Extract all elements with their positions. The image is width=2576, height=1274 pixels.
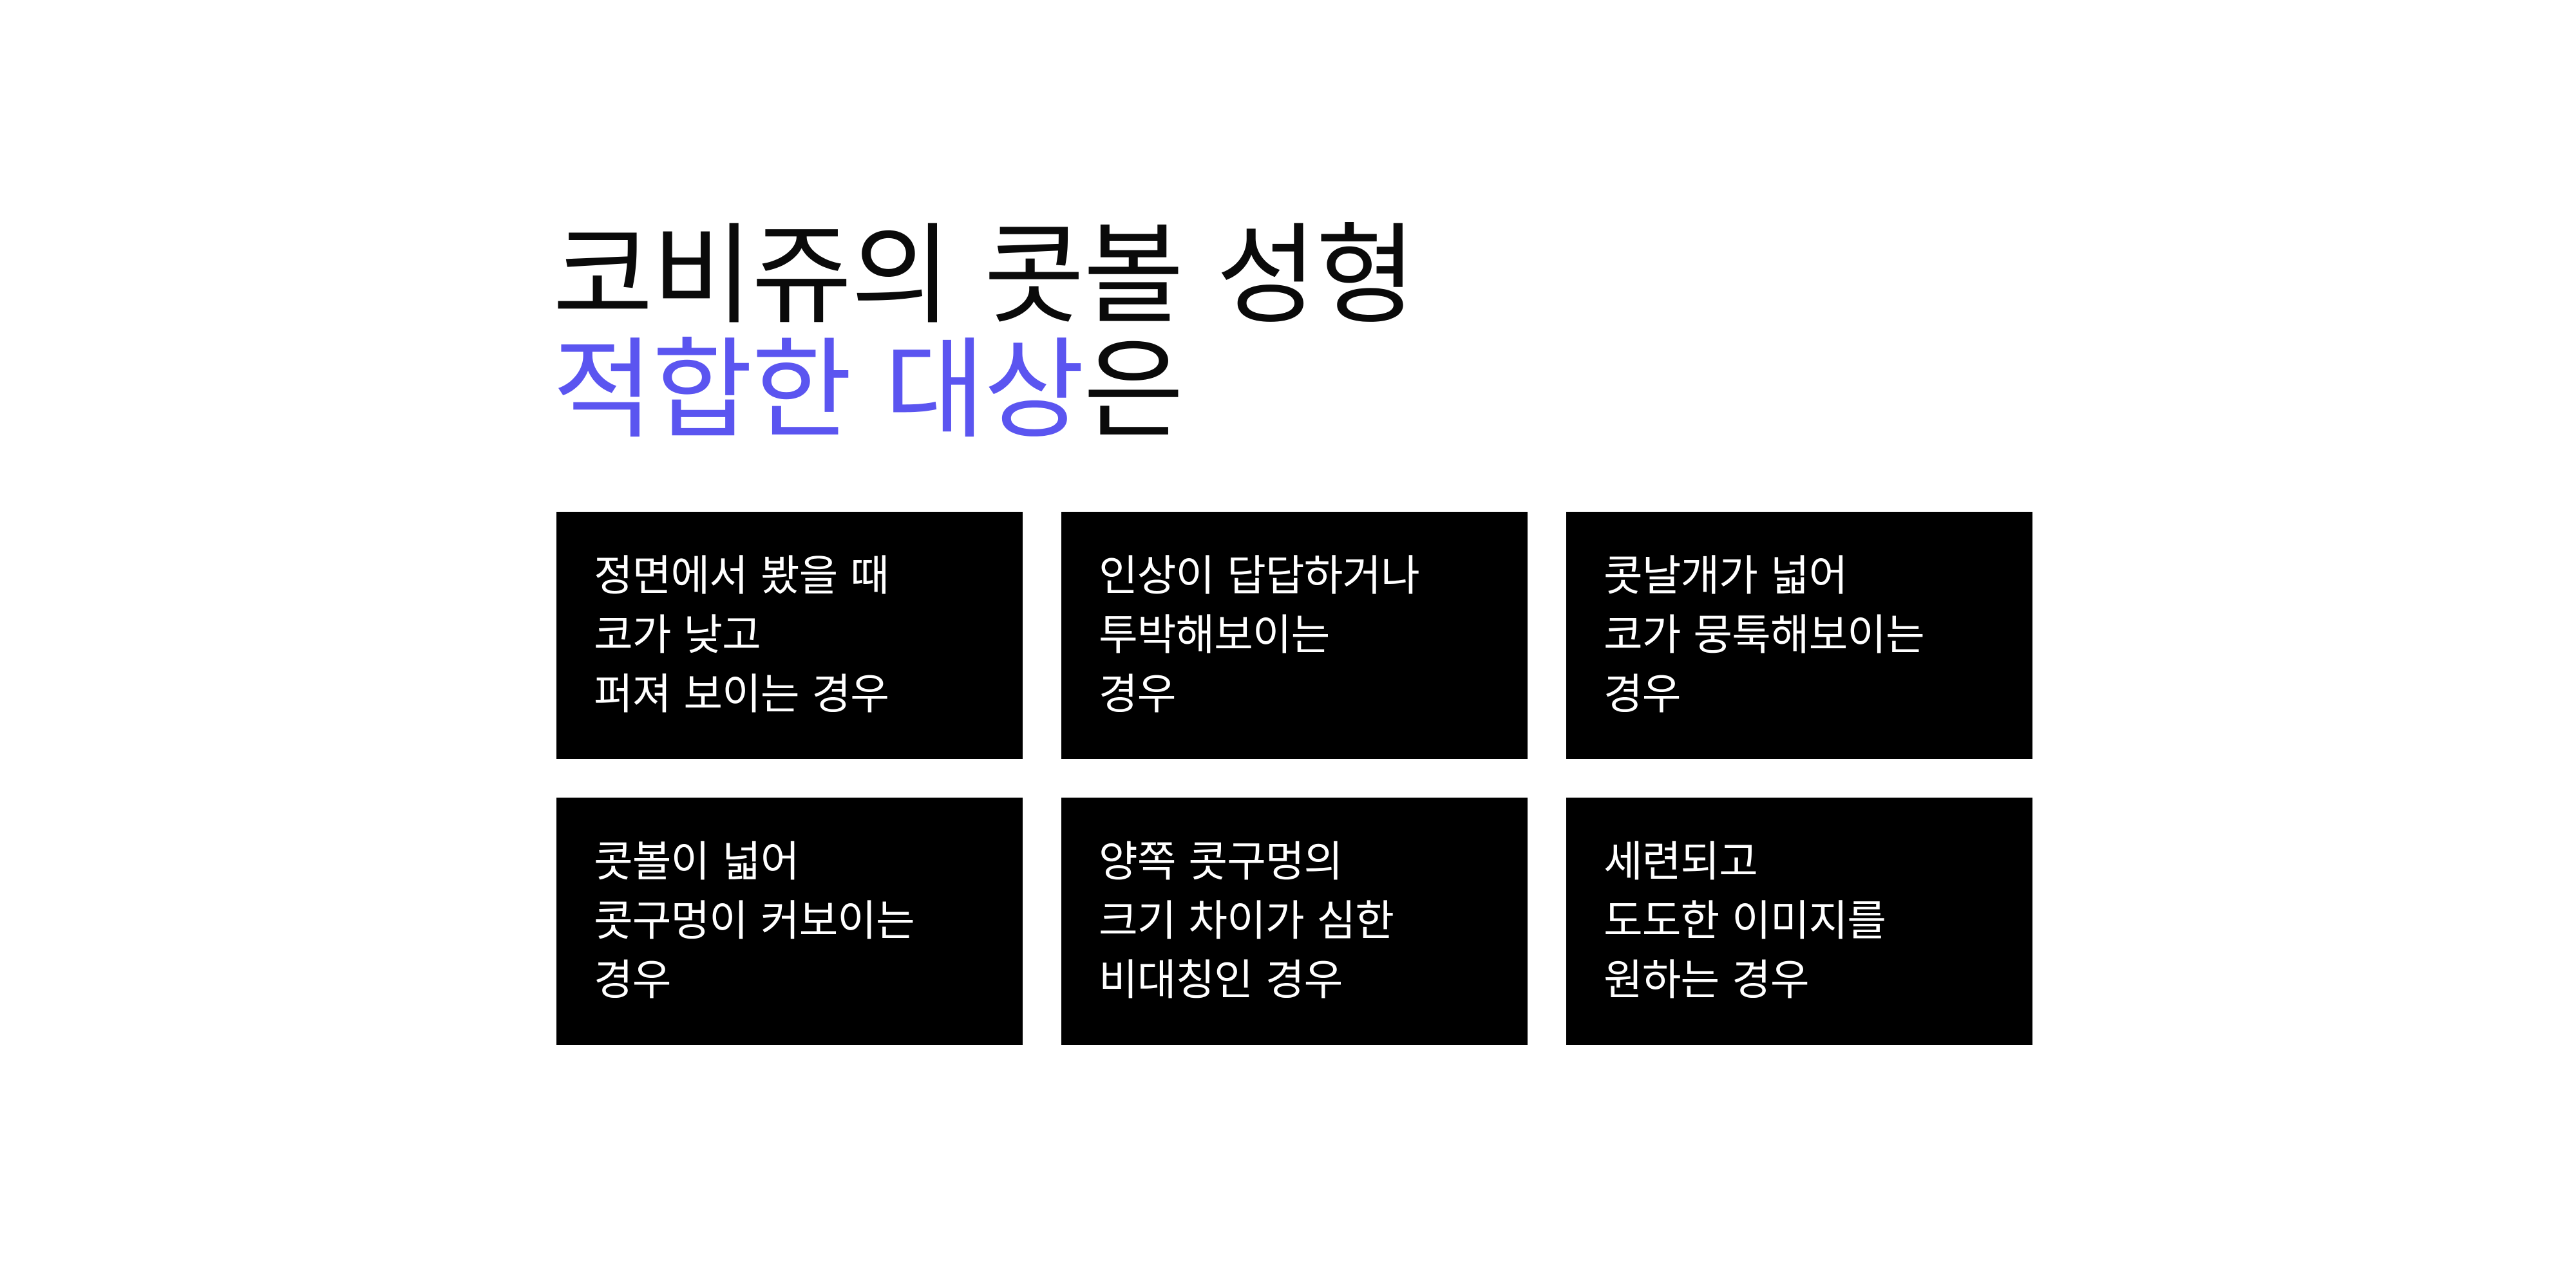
case-card-line: 크기 차이가 심한 [1099,896,1394,946]
case-card-line: 코가 낮고 [594,610,761,660]
case-card-large-nostrils: 콧볼이 넓어 콧구멍이 커보이는 경우 [556,798,1023,1045]
case-card-line: 원하는 경우 [1604,955,1810,1005]
case-card-line: 콧날개가 넓어 [1604,551,1848,601]
case-card-line: 경우 [1604,670,1681,719]
case-card-line: 세련되고 [1604,837,1758,886]
title-highlight: 적합한 대상 [553,327,1084,454]
case-card-line: 투박해보이는 [1099,610,1330,660]
case-card-line: 양쪽 콧구멍의 [1099,837,1343,886]
page-title: 코비쥬의 콧볼 성형 적합한 대상은 [553,212,1416,448]
target-cases-grid: 정면에서 봤을 때 코가 낮고 퍼져 보이는 경우 인상이 답답하거나 투박해보… [556,512,2032,1045]
case-card-line: 콧구멍이 커보이는 [594,896,915,946]
title-suffix: 은 [1083,327,1184,454]
case-card-wide-alar: 콧날개가 넓어 코가 뭉툭해보이는 경우 [1566,512,2032,759]
case-card-line: 코가 뭉툭해보이는 [1604,610,1925,660]
case-card-line: 경우 [594,955,671,1005]
case-card-line: 도도한 이미지를 [1604,896,1886,946]
case-card-line: 비대칭인 경우 [1099,955,1343,1005]
case-card-line: 인상이 답답하거나 [1099,551,1420,601]
case-card-line: 콧볼이 넓어 [594,837,800,886]
case-card-line: 경우 [1099,670,1176,719]
case-card-heavy-impression: 인상이 답답하거나 투박해보이는 경우 [1061,512,1528,759]
title-line-2: 적합한 대상은 [553,333,1415,448]
case-card-low-wide-nose: 정면에서 봤을 때 코가 낮고 퍼져 보이는 경우 [556,512,1023,759]
title-line-1: 코비쥬의 콧볼 성형 [553,212,1416,340]
case-card-line: 퍼져 보이는 경우 [594,670,889,719]
case-card-asymmetric-nostrils: 양쪽 콧구멍의 크기 차이가 심한 비대칭인 경우 [1061,798,1528,1045]
case-card-line: 정면에서 봤을 때 [594,551,889,601]
case-card-refined-image: 세련되고 도도한 이미지를 원하는 경우 [1566,798,2032,1045]
